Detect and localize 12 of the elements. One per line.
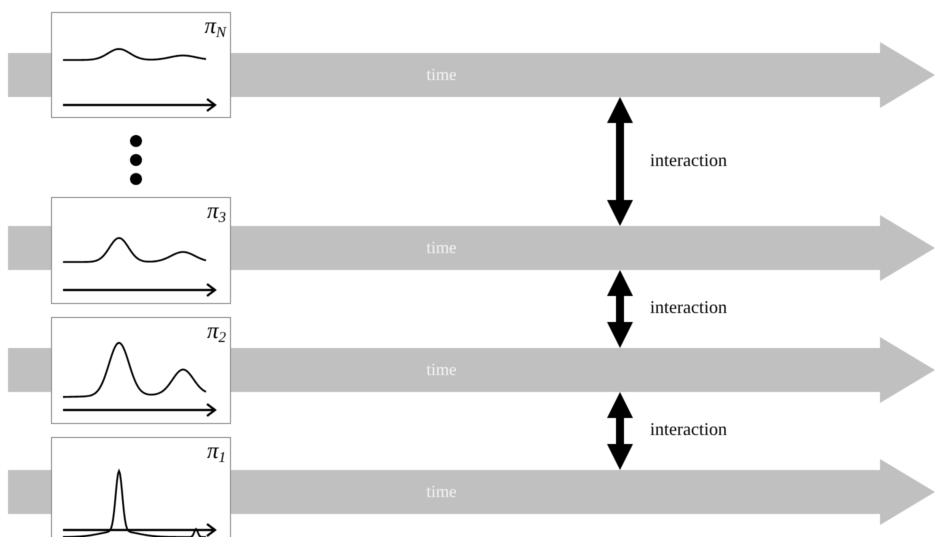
plot-panel xyxy=(51,197,231,304)
policy-label: π$_{N}$ xyxy=(204,13,226,42)
double-arrow xyxy=(607,270,633,348)
double-arrow xyxy=(607,392,633,470)
double-arrow xyxy=(607,97,633,226)
timeline-arrow xyxy=(8,42,935,108)
policy-label: π$_{3}$ xyxy=(206,198,226,226)
plot-panel xyxy=(51,12,231,118)
plot-panel xyxy=(51,437,231,537)
policy-label: π$_{2}$ xyxy=(206,318,226,346)
plot-panel xyxy=(51,317,231,424)
policy-label: π$_{1}$ xyxy=(206,438,226,466)
